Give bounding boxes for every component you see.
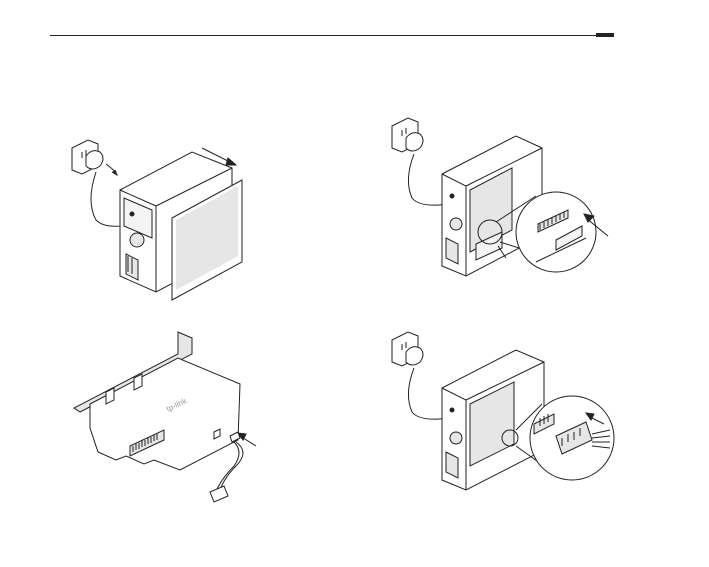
- connect-arrow-icon: [238, 433, 256, 446]
- zoom-callout-slot: [516, 192, 596, 272]
- power-plug-icon: [406, 133, 423, 151]
- page-corner-tab: [596, 33, 614, 37]
- step-2-illustration: [386, 114, 616, 292]
- step-4-illustration: [386, 326, 616, 504]
- power-plug-icon: [86, 151, 117, 175]
- step-3-illustration: tp-link: [70, 328, 270, 508]
- power-plug-icon: [406, 347, 423, 365]
- step-1-illustration: [62, 128, 292, 308]
- pc-tower-icon: [442, 350, 544, 490]
- pcie-card-icon: [90, 358, 240, 470]
- header-rule: [50, 35, 612, 36]
- zoom-callout-connector: [530, 396, 614, 480]
